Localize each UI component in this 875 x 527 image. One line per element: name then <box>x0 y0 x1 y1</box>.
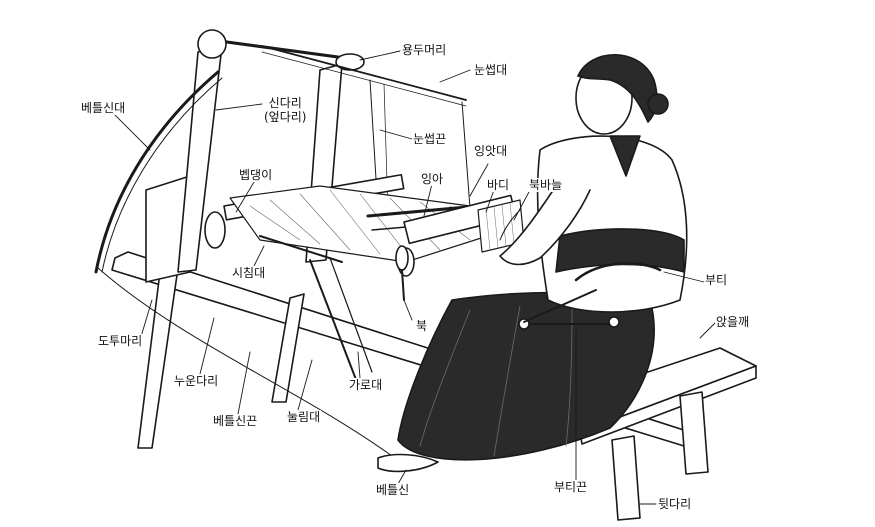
front-leg <box>137 267 179 449</box>
label-bukbaneul: 북바늘 <box>528 178 564 192</box>
label-buti: 부티 <box>704 273 729 287</box>
label-sichimdae: 시침대 <box>231 266 267 280</box>
label-nunseopkkeun: 눈썹끈 <box>412 132 448 146</box>
label-buk: 북 <box>415 319 429 333</box>
shuttle <box>395 245 409 271</box>
rear-leg <box>611 435 641 521</box>
top-beam <box>210 38 362 62</box>
label-sindari-main: 신다리 <box>268 96 302 110</box>
back-strap <box>574 262 662 282</box>
label-nullimdae: 눌림대 <box>286 410 322 424</box>
label-butikkeun: 부티끈 <box>553 480 589 494</box>
label-betelsindae: 베틀신대 <box>80 101 127 115</box>
weaver-collar <box>609 135 641 177</box>
label-nunseopdae: 눈썹대 <box>473 63 509 77</box>
top-knob <box>197 29 227 59</box>
label-dwitdari: 뒷다리 <box>657 497 693 511</box>
weaver-hair <box>577 54 658 123</box>
label-anjeulkkae: 앉을깨 <box>715 315 751 329</box>
seat-edge <box>579 365 757 445</box>
weaver-arm <box>499 179 591 266</box>
rear-leg-2 <box>679 391 709 475</box>
label-sindari: 신다리 (엎다리) <box>263 96 308 124</box>
label-garodae: 가로대 <box>348 378 384 392</box>
label-yongdumeori: 용두머리 <box>401 43 448 57</box>
weaver-foot <box>377 453 439 473</box>
label-nuundari: 누운다리 <box>173 374 220 388</box>
weaver-bun <box>647 93 669 115</box>
label-sindari-alt: (엎다리) <box>264 110 307 124</box>
press-bar <box>309 259 361 391</box>
label-dorumari: 도투마리 <box>97 334 144 348</box>
label-beopdaengi: 벱댕이 <box>238 168 274 182</box>
eyebrow-rod <box>261 45 467 101</box>
treadle-rod <box>94 70 220 274</box>
treadle-cord <box>97 267 393 457</box>
label-betelsinkkeun: 베틀신끈 <box>212 414 259 428</box>
label-ingi: 잉아 <box>420 172 445 186</box>
label-betelsin: 베틀신 <box>375 483 411 497</box>
label-badi: 바디 <box>486 178 511 192</box>
mid-leg <box>271 293 305 403</box>
label-ingatdae: 잉앗대 <box>473 144 509 158</box>
weaver-waistband <box>555 228 685 273</box>
